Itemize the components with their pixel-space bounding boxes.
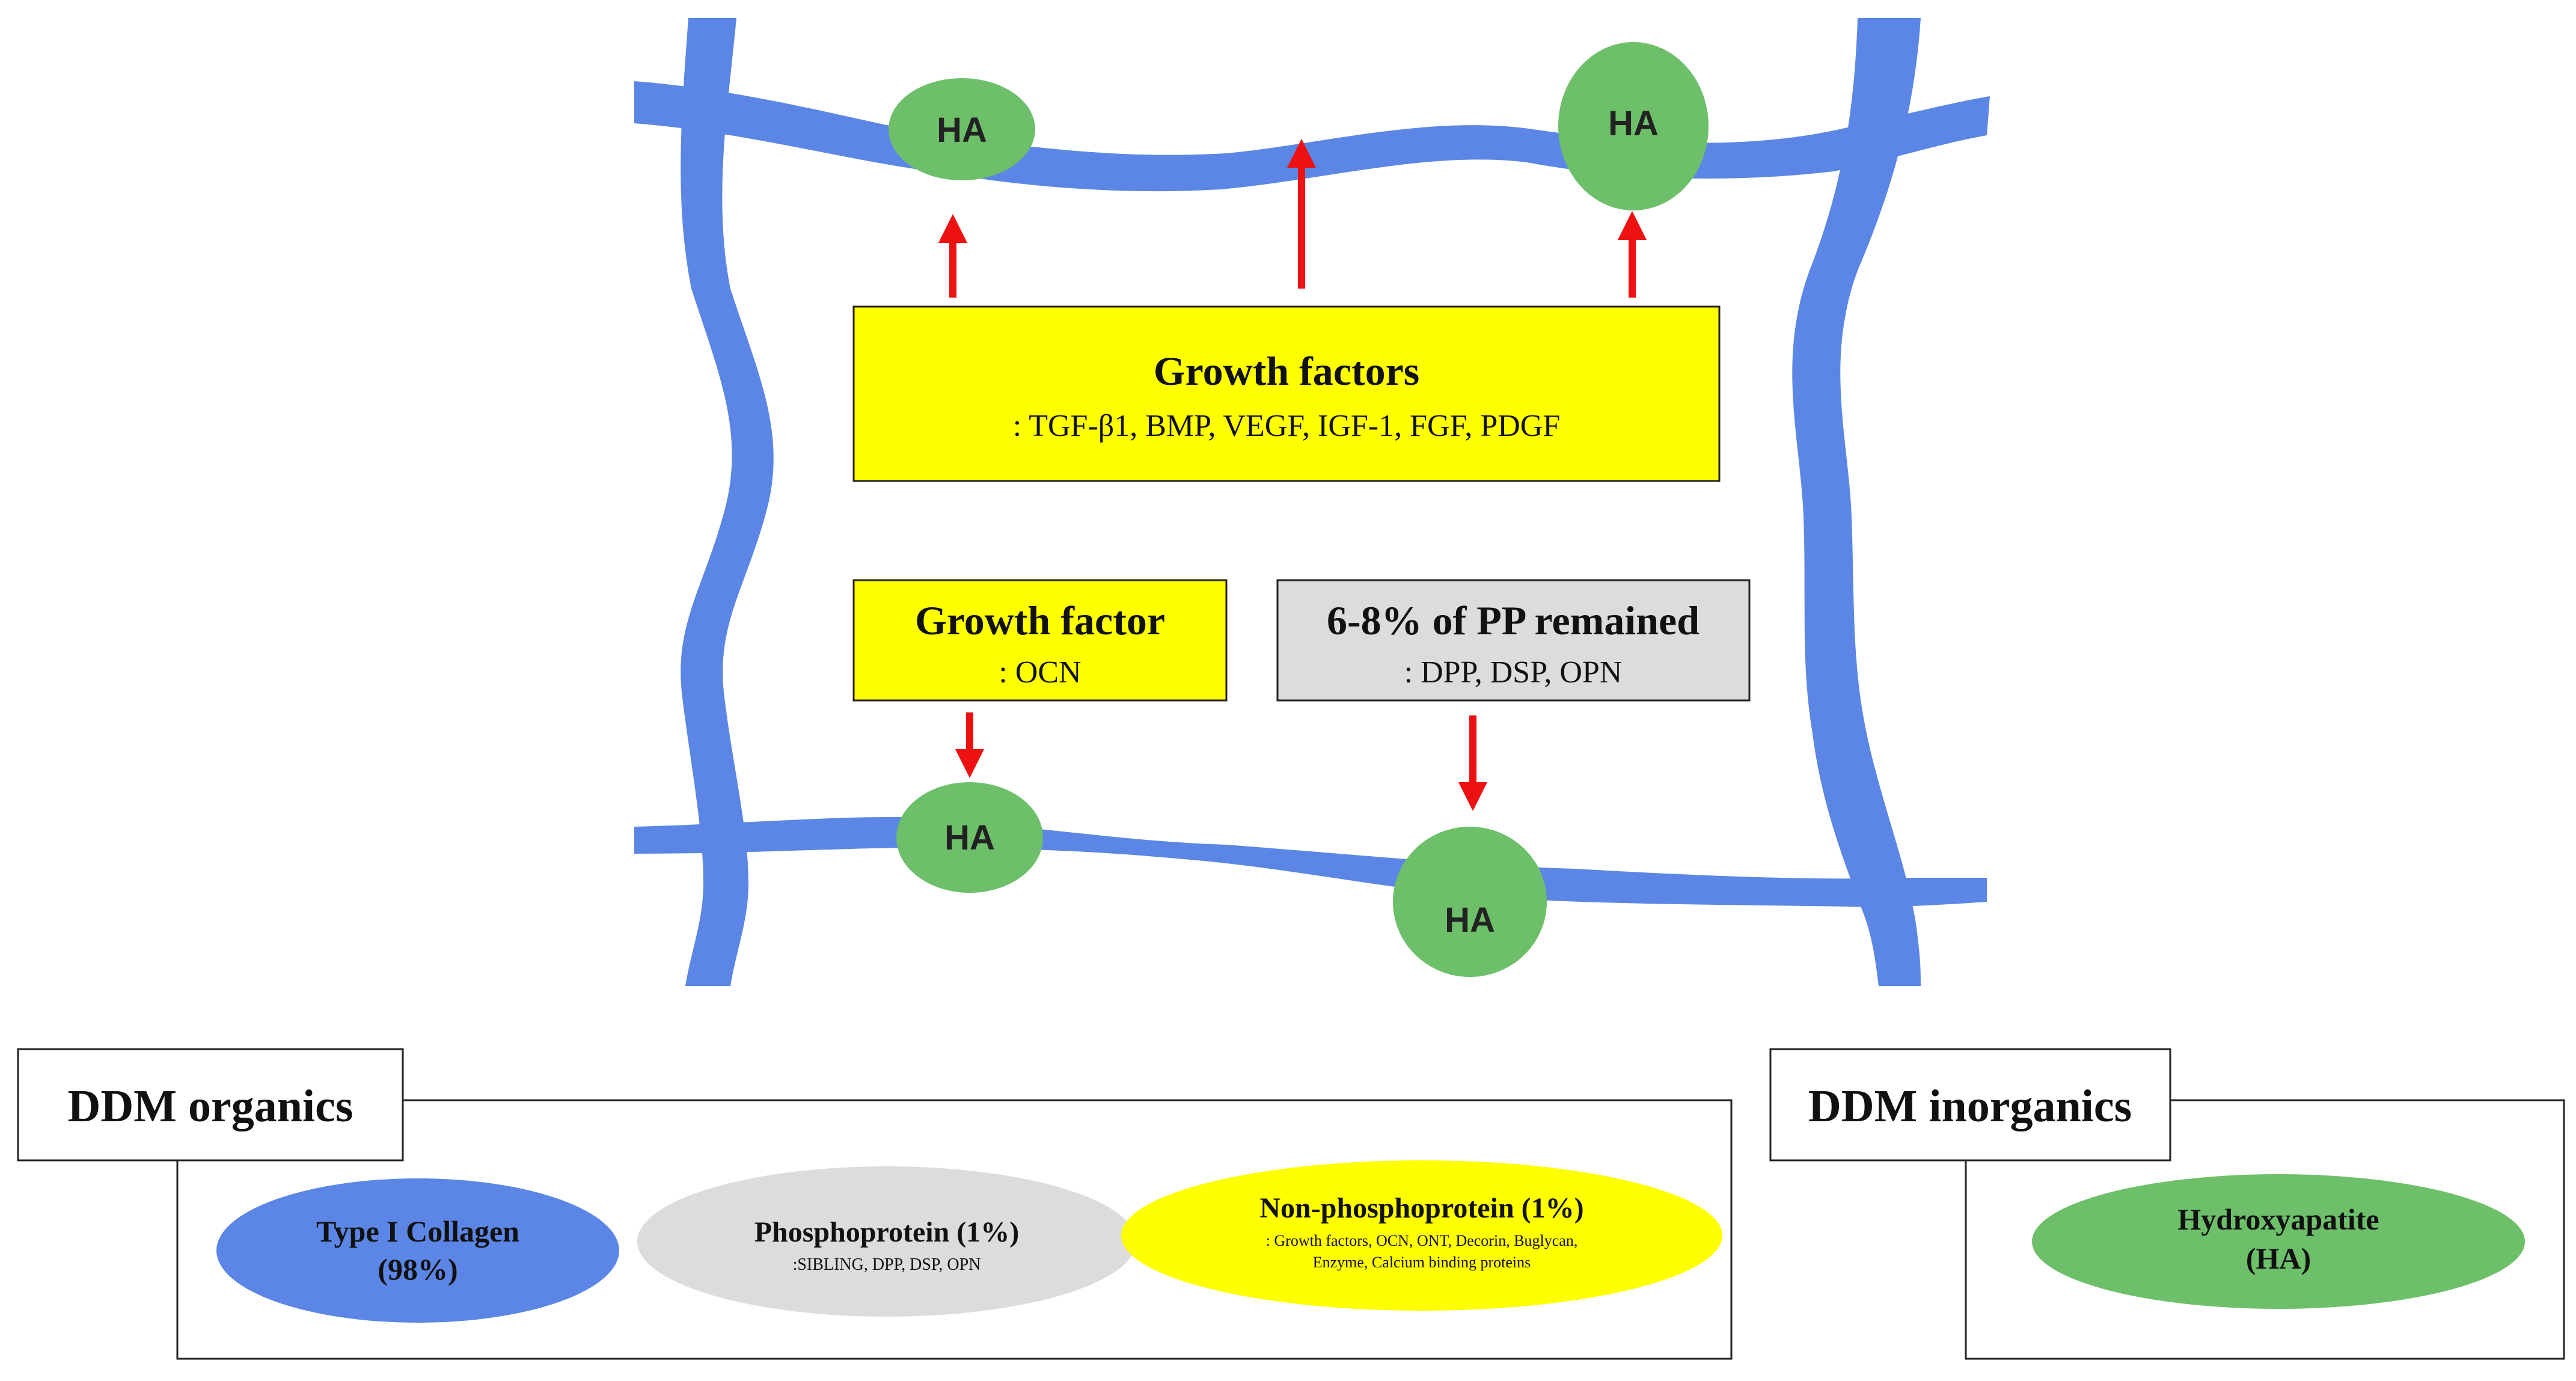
pp-remained-title: 6-8% of PP remained [1327, 598, 1699, 643]
growth-factor-ocn-box: Growth factor : OCN [852, 579, 1228, 702]
hydroxyapatite-item: Hydroxyapatite (HA) [2032, 1174, 2525, 1309]
ha-nodules: HA HA HA HA [889, 42, 1709, 977]
arrows [938, 139, 1647, 811]
hydroxyapatite-label: Hydroxyapatite [2177, 1202, 2379, 1236]
growth-factors-title: Growth factors [1154, 348, 1420, 394]
ha-label: HA [1445, 901, 1495, 940]
growth-factors-detail: : TGF-β1, BMP, VEGF, IGF-1, FGF, PDGF [1013, 409, 1561, 443]
ddm-inorganics-panel: DDM inorganics Hydroxyapatite (HA) [1769, 1048, 2565, 1360]
collagen-fiber-bottom [634, 816, 1987, 907]
pp-remained-box: 6-8% of PP remained : DPP, DSP, OPN [1276, 579, 1751, 702]
hydroxyapatite-abbrev: (HA) [2246, 1242, 2311, 1275]
type-i-collagen-item: Type I Collagen (98%) [216, 1178, 619, 1323]
ha-nodule-bottom-right: HA [1393, 827, 1547, 977]
ha-nodule-top-left: HA [889, 78, 1035, 180]
ha-label: HA [937, 111, 987, 150]
ddm-organics-title: DDM organics [68, 1081, 353, 1131]
collagen-fiber-top [634, 81, 1990, 192]
ha-nodule-top-right: HA [1558, 42, 1709, 210]
ddm-organics-panel: DDM organics Type I Collagen (98%) Phosp… [17, 1048, 1733, 1360]
ddm-inorganics-title: DDM inorganics [1808, 1081, 2132, 1131]
collagen-fiber-right [1792, 18, 1921, 986]
collagen-fiber-left [681, 18, 774, 986]
non-phosphoprotein-label: Non-phosphoprotein (1%) [1259, 1192, 1583, 1224]
ddm-inorganics-label-box [1769, 1048, 2171, 1162]
growth-factor-detail: : OCN [999, 655, 1081, 690]
phosphoprotein-label: Phosphoprotein (1%) [754, 1216, 1020, 1248]
collagen-fibers [634, 18, 1990, 986]
non-phosphoprotein-item: Non-phosphoprotein (1%) : Growth factors… [1121, 1160, 1722, 1311]
non-phosphoprotein-detail-1: : Growth factors, OCN, ONT, Decorin, Bug… [1266, 1232, 1578, 1249]
non-phosphoprotein-detail-2: Enzyme, Calcium binding proteins [1313, 1254, 1531, 1271]
growth-factors-box: Growth factors : TGF-β1, BMP, VEGF, IGF-… [852, 305, 1721, 482]
growth-factor-title: Growth factor [915, 598, 1165, 643]
ddm-organics-label-box [17, 1048, 404, 1162]
type-i-collagen-percent: (98%) [378, 1252, 457, 1286]
ha-label: HA [1608, 104, 1659, 143]
phosphoprotein-item: Phosphoprotein (1%) :SIBLING, DPP, DSP, … [637, 1166, 1136, 1317]
phosphoprotein-detail: :SIBLING, DPP, DSP, OPN [793, 1255, 981, 1274]
pp-remained-detail: : DPP, DSP, OPN [1404, 655, 1623, 690]
type-i-collagen-label: Type I Collagen [316, 1214, 519, 1248]
ha-label: HA [944, 818, 995, 857]
ha-nodule-bottom-left: HA [896, 782, 1043, 893]
